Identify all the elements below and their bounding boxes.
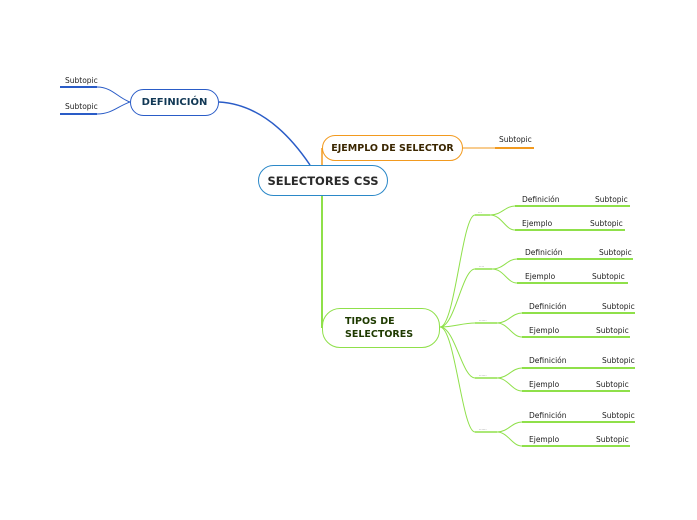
connector-tipos-branch-1 [439,214,476,328]
tipos-branch-1-definicion[interactable]: Definición [522,195,560,204]
tipos-branch-5-definicion[interactable]: Definición [529,411,567,420]
tipos-branch-3-ejemplo[interactable]: Ejemplo [529,326,560,335]
tipos-branch-1-definicion-subtopic[interactable]: Subtopic [595,195,628,204]
connector-definicion-subtopic-2 [96,101,131,115]
central-topic[interactable]: SELECTORES CSS [258,165,388,196]
tipos-branch-2-ejemplo-subtopic[interactable]: Subtopic [592,272,625,281]
topic-definicion[interactable]: DEFINICIÓN [130,89,219,116]
tipos-branch-2-definicion[interactable]: Definición [525,248,563,257]
connector-branch-2-ej [491,268,518,284]
connector-tipos-branch-5 [439,326,476,433]
connector-branch-1-ej [489,214,516,231]
connector-tipos-branch-2 [439,268,476,328]
tipos-branch-3-definicion[interactable]: Definición [529,302,567,311]
topic-definicion-label: DEFINICIÓN [141,97,208,108]
connector-definicion-subtopic-1 [96,86,131,103]
topic-ejemplo-selector[interactable]: EJEMPLO DE SELECTOR [322,135,463,161]
tipos-branch-3-ejemplo-subtopic[interactable]: Subtopic [596,326,629,335]
tipos-branch-1-ejemplo[interactable]: Ejemplo [522,219,553,228]
topic-tipos-label-line2: SELECTORES [345,329,414,340]
tipos-branch-5-ejemplo-subtopic[interactable]: Subtopic [596,435,629,444]
connector-central-definicion [218,101,311,166]
connector-branch-4-def [496,367,523,379]
topic-ejemplo-selector-label: EJEMPLO DE SELECTOR [331,142,454,154]
connector-branch-3-def [496,312,523,324]
tipos-branch-2-definicion-subtopic[interactable]: Subtopic [599,248,632,257]
tipos-branch-3-definicion-subtopic[interactable]: Subtopic [602,302,635,311]
tipos-branch-4-definicion-subtopic[interactable]: Subtopic [602,356,635,365]
tipos-branch-2-ejemplo[interactable]: Ejemplo [525,272,556,281]
topic-tipos-selectores[interactable]: TIPOS DE SELECTORES [322,308,440,348]
ejemplo-selector-subtopic[interactable]: Subtopic [499,135,532,144]
connector-branch-5-def [496,421,523,433]
connector-branch-5-ej [496,431,523,447]
tipos-branch-5-definicion-subtopic[interactable]: Subtopic [602,411,635,420]
central-topic-label: SELECTORES CSS [267,173,379,188]
tipos-branch-4-ejemplo[interactable]: Ejemplo [529,380,560,389]
definicion-subtopic-2[interactable]: Subtopic [65,102,98,111]
tipos-branch-3-tag[interactable]: ...... [479,317,487,322]
tipos-branch-2-tag[interactable]: .... [479,263,485,268]
connector-branch-1-def [489,205,516,216]
connector-tipos-branch-4 [439,326,476,379]
connector-branch-4-ej [496,377,523,392]
connector-branch-2-def [491,258,518,270]
tipos-branch-1-tag[interactable]: ... [478,209,482,214]
tipos-branch-4-ejemplo-subtopic[interactable]: Subtopic [596,380,629,389]
tipos-branch-5-tag[interactable]: ...... [479,426,487,431]
leaf-underlines [515,205,635,447]
tipos-branch-1-ejemplo-subtopic[interactable]: Subtopic [590,219,623,228]
connector-tipos-branch-3 [439,322,476,328]
tipos-branch-4-tag[interactable]: ...... [479,372,487,377]
tipos-branch-4-definicion[interactable]: Definición [529,356,567,365]
tipos-branch-5-ejemplo[interactable]: Ejemplo [529,435,560,444]
connector-branch-3-ej [496,322,523,338]
topic-tipos-label-line1: TIPOS DE [345,316,395,327]
definicion-subtopic-1[interactable]: Subtopic [65,76,98,85]
